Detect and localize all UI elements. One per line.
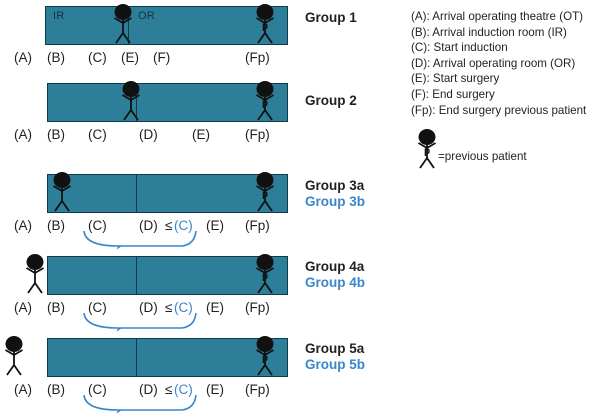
timeline-bar-3 xyxy=(47,174,288,213)
event-label-C-5: (C) xyxy=(88,382,107,397)
svg-text:p: p xyxy=(262,21,268,32)
group-caption-4: Group 4a Group 4b xyxy=(305,259,365,291)
group-caption-4-a: Group 4a xyxy=(305,259,365,274)
event-label-D-4: (D) xyxy=(139,300,158,315)
event-label-B-3: (B) xyxy=(47,218,65,233)
event-label-Fp-2: (Fp) xyxy=(245,127,270,142)
event-label-A-4: (A) xyxy=(14,300,32,315)
event-label-leq-4: ≤ xyxy=(165,300,173,315)
event-label-C-1: (C) xyxy=(88,50,107,65)
legend-line-Fp: (Fp): End surgery previous patient xyxy=(411,103,587,117)
event-label-A-5: (A) xyxy=(14,382,32,397)
event-label-C-2: (C) xyxy=(88,127,107,142)
patient-figure-1 xyxy=(110,3,136,45)
group-caption-5-b: Group 5b xyxy=(305,357,365,372)
previous-patient-figure-5: p xyxy=(252,335,278,377)
patient-figure-3 xyxy=(49,171,75,213)
group-caption-5-a: Group 5a xyxy=(305,341,365,356)
event-label-B-4: (B) xyxy=(47,300,65,315)
svg-text:p: p xyxy=(262,271,268,282)
group-caption-4-b: Group 4b xyxy=(305,275,365,290)
group-caption-3: Group 3a Group 3b xyxy=(305,178,365,210)
event-label-A-1: (A) xyxy=(14,50,32,65)
delay-arrow-5 xyxy=(78,394,228,417)
event-label-E-1: (E) xyxy=(121,50,139,65)
event-labels-1: (A) (B) (C) (E) (F) (Fp) xyxy=(0,49,400,67)
event-label-E-4: (E) xyxy=(206,300,224,315)
bar-divider-5 xyxy=(136,339,138,376)
timeline-bar-2 xyxy=(47,83,288,122)
timeline-bar-5 xyxy=(47,338,288,377)
event-label-B-5: (B) xyxy=(47,382,65,397)
group-caption-2-a: Group 2 xyxy=(305,93,357,108)
legend-line-F: (F): End surgery xyxy=(411,87,495,101)
event-label-C-3: (C) xyxy=(88,218,107,233)
bar-divider-1 xyxy=(128,7,130,44)
svg-text:p: p xyxy=(262,189,268,200)
legend: (A): Arrival operating theatre (OT) (B):… xyxy=(411,9,610,118)
timeline-bar-4 xyxy=(47,256,288,295)
event-label-C-4: (C) xyxy=(88,300,107,315)
group-caption-1: Group 1 xyxy=(305,10,357,26)
event-labels-2: (A) (B) (C) (D) (E) (Fp) xyxy=(0,126,400,144)
event-label-leq-3: ≤ xyxy=(165,218,173,233)
event-label-E-5: (E) xyxy=(206,382,224,397)
event-label-E-2: (E) xyxy=(192,127,210,142)
legend-previous-patient-icon: p xyxy=(414,128,440,170)
legend-line-D: (D): Arrival operating room (OR) xyxy=(411,56,576,70)
bar-divider-2 xyxy=(136,84,138,121)
event-label-B-1: (B) xyxy=(47,50,65,65)
room-label-ir-1: IR xyxy=(53,10,65,22)
legend-line-E: (E): Start surgery xyxy=(411,72,500,86)
svg-text:p: p xyxy=(424,146,430,157)
event-label-Fp-5: (Fp) xyxy=(245,382,270,397)
group-caption-5: Group 5a Group 5b xyxy=(305,341,365,373)
event-labels-5: (A) (B) (C) (D) ≤ (C) (E) (Fp) xyxy=(0,381,400,399)
previous-patient-figure-2: p xyxy=(252,80,278,122)
legend-line-C: (C): Start induction xyxy=(411,41,508,55)
delay-arrow-4 xyxy=(78,312,228,335)
event-label-A-3: (A) xyxy=(14,218,32,233)
event-label-E-3: (E) xyxy=(206,218,224,233)
event-label-D-3: (D) xyxy=(139,218,158,233)
group-caption-1-a: Group 1 xyxy=(305,10,357,25)
group-caption-3-a: Group 3a xyxy=(305,178,365,193)
legend-line-B: (B): Arrival induction room (IR) xyxy=(411,25,567,39)
event-label-C-blue-4: (C) xyxy=(174,300,193,315)
delay-arrow-3 xyxy=(78,230,228,253)
event-label-Fp-3: (Fp) xyxy=(245,218,270,233)
event-label-A-2: (A) xyxy=(14,127,32,142)
group-caption-2: Group 2 xyxy=(305,93,357,109)
event-label-Fp-4: (Fp) xyxy=(245,300,270,315)
patient-figure-4 xyxy=(22,253,48,295)
svg-text:p: p xyxy=(262,98,268,109)
event-label-C-blue-3: (C) xyxy=(174,218,193,233)
event-label-Fp-1: (Fp) xyxy=(245,50,270,65)
event-label-B-2: (B) xyxy=(47,127,65,142)
event-labels-3: (A) (B) (C) (D) ≤ (C) (E) (Fp) xyxy=(0,217,400,235)
timeline-bar-1: IR OR xyxy=(45,6,288,45)
patient-figure-5 xyxy=(1,335,27,377)
event-label-D-2: (D) xyxy=(139,127,158,142)
legend-line-A: (A): Arrival operating theatre (OT) xyxy=(411,10,584,23)
previous-patient-figure-1: p xyxy=(252,3,278,45)
room-label-or-1: OR xyxy=(138,10,155,22)
event-label-D-5: (D) xyxy=(139,382,158,397)
legend-key-text: =previous patient xyxy=(438,150,527,163)
patient-figure-2 xyxy=(118,80,144,122)
event-label-F-1: (F) xyxy=(153,50,171,65)
group-caption-3-b: Group 3b xyxy=(305,194,365,209)
previous-patient-figure-4: p xyxy=(252,253,278,295)
bar-divider-3 xyxy=(136,175,138,212)
event-labels-4: (A) (B) (C) (D) ≤ (C) (E) (Fp) xyxy=(0,299,400,317)
svg-text:p: p xyxy=(262,353,268,364)
event-label-leq-5: ≤ xyxy=(165,382,173,397)
event-label-C-blue-5: (C) xyxy=(174,382,193,397)
previous-patient-figure-3: p xyxy=(252,171,278,213)
legend-key: p =previous patient xyxy=(414,128,604,174)
bar-divider-4 xyxy=(136,257,138,294)
